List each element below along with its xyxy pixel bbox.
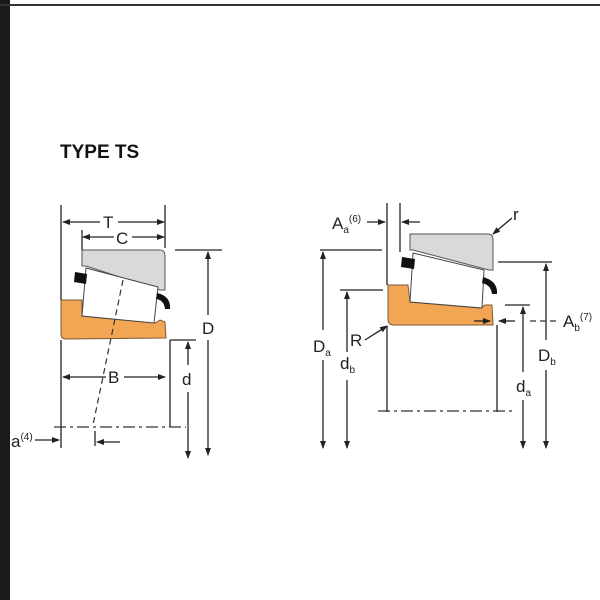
left-border-bar (0, 0, 10, 600)
dim-d-label: d (182, 370, 191, 389)
right-cage-small (401, 257, 415, 269)
dim-a-label: a(4) (11, 432, 33, 451)
dim-Db-label: Db (538, 346, 556, 368)
right-bearing-diagram: Aa(6) r R Da db Db da Ab(7) (313, 203, 592, 449)
left-bearing-diagram: T C D d B a(4) (11, 205, 222, 459)
radius-R-label: R (350, 331, 362, 350)
dim-D-label: D (202, 319, 214, 338)
dim-Da-label: Da (313, 337, 331, 359)
diagram-title: TYPE TS (60, 142, 139, 163)
dim-Aa-label: Aa(6) (332, 214, 361, 236)
left-cone-apex-line (92, 279, 124, 426)
right-cage-large (482, 277, 498, 294)
dim-B-label: B (108, 368, 119, 387)
right-cup (409, 233, 494, 271)
dim-Ab-label: Ab(7) (563, 312, 592, 334)
dim-da-label: da (516, 377, 531, 399)
radius-r-label: r (513, 205, 519, 224)
left-cage-large (156, 293, 171, 309)
right-roller (409, 252, 485, 309)
dim-T-label: T (103, 213, 113, 232)
dim-db-label: db (340, 354, 355, 376)
top-border-line (0, 4, 600, 6)
left-cage-small (74, 272, 87, 284)
dim-C-label: C (116, 229, 128, 248)
